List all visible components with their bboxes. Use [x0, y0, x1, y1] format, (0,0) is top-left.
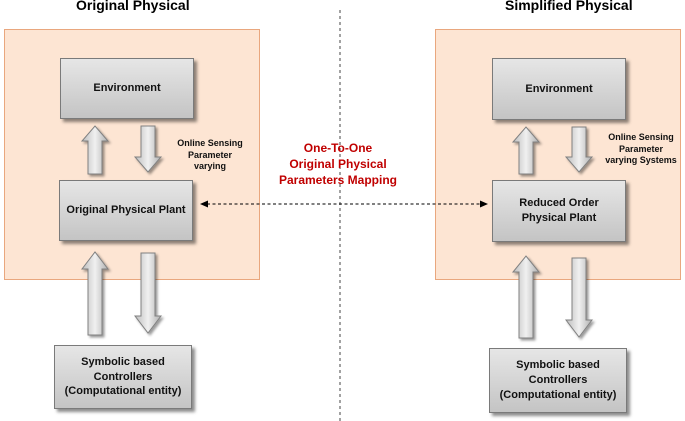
right-up-arrow-upper — [511, 126, 541, 175]
right-down-arrow-lower — [564, 257, 594, 338]
right-environment-box: Environment — [492, 58, 626, 120]
right-title: Simplified Physical — [505, 0, 633, 13]
left-down-arrow-upper — [133, 125, 163, 173]
left-environment-box: Environment — [60, 58, 194, 119]
right-controller-box: Symbolic based Controllers (Computationa… — [489, 348, 627, 413]
right-down-arrow-upper — [564, 126, 594, 173]
right-plant-box: Reduced Order Physical Plant — [492, 180, 626, 242]
left-down-arrow-lower — [133, 252, 163, 334]
left-up-arrow-lower — [80, 251, 110, 336]
left-controller-box: Symbolic based Controllers (Computationa… — [54, 345, 192, 409]
left-up-arrow-upper — [80, 125, 110, 175]
right-up-arrow-lower — [511, 255, 541, 339]
left-title: Original Physical — [76, 0, 190, 13]
mapping-dashed-arrow — [200, 200, 488, 208]
left-sensing-note: Online Sensing Parameter varying — [177, 138, 243, 172]
mapping-label: One-To-One Original Physical Parameters … — [278, 141, 398, 188]
left-plant-box: Original Physical Plant — [59, 180, 193, 241]
right-sensing-note: Online Sensing Parameter varying Systems — [605, 132, 677, 166]
